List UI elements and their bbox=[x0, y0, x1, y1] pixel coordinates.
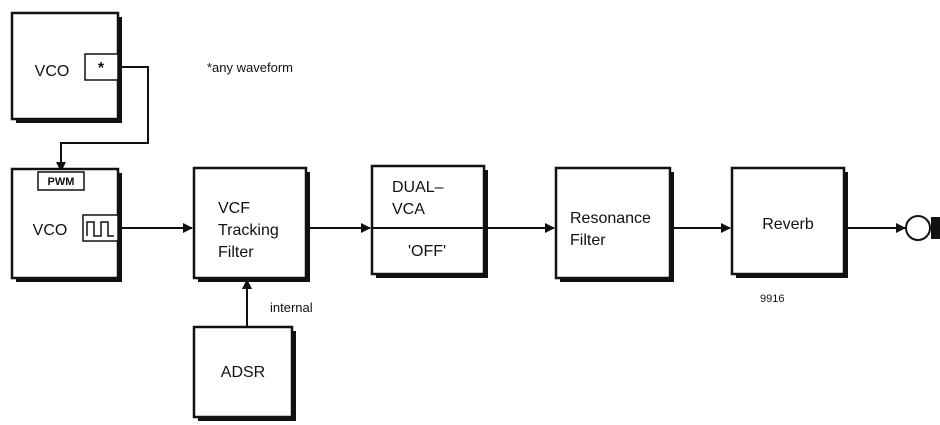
pwm-input-port bbox=[37, 171, 85, 191]
reverb-label: Reverb bbox=[762, 216, 814, 233]
dual-vca-block: DUAL– VCA 'OFF' bbox=[370, 164, 488, 278]
figure-number: 9916 bbox=[760, 293, 784, 305]
vca-label-line1: DUAL– bbox=[392, 179, 444, 196]
vcf-tracking-filter-block: VCF Tracking Filter bbox=[192, 166, 310, 282]
adsr-label: ADSR bbox=[221, 364, 265, 381]
output-jack-icon bbox=[905, 215, 940, 241]
vco-block-top: VCO * bbox=[10, 11, 122, 123]
vcf-label-line3: Filter bbox=[218, 244, 254, 261]
vco-top-label: VCO bbox=[35, 63, 70, 80]
internal-note: internal bbox=[270, 300, 313, 315]
pulse-wave-icon bbox=[86, 221, 114, 237]
vca-off-label: 'OFF' bbox=[408, 243, 446, 260]
waveform-output-port bbox=[84, 53, 119, 81]
any-waveform-note: *any waveform bbox=[207, 60, 293, 75]
resonance-filter-block: Resonance Filter bbox=[554, 166, 674, 282]
vco-block-bottom: PWM VCO bbox=[10, 167, 122, 282]
asterisk-marker: * bbox=[98, 60, 105, 77]
vca-label-line2: VCA bbox=[392, 201, 425, 218]
vco-bottom-label: VCO bbox=[33, 222, 68, 239]
modulation-wire bbox=[56, 66, 149, 172]
vcf-label-line1: VCF bbox=[218, 200, 250, 217]
resonance-label-line2: Filter bbox=[570, 232, 606, 249]
reverb-block: Reverb bbox=[730, 166, 848, 278]
resonance-label-line1: Resonance bbox=[570, 210, 651, 227]
pwm-label: PWM bbox=[48, 176, 75, 188]
adsr-block: ADSR bbox=[192, 325, 296, 421]
vcf-label-line2: Tracking bbox=[218, 222, 279, 239]
